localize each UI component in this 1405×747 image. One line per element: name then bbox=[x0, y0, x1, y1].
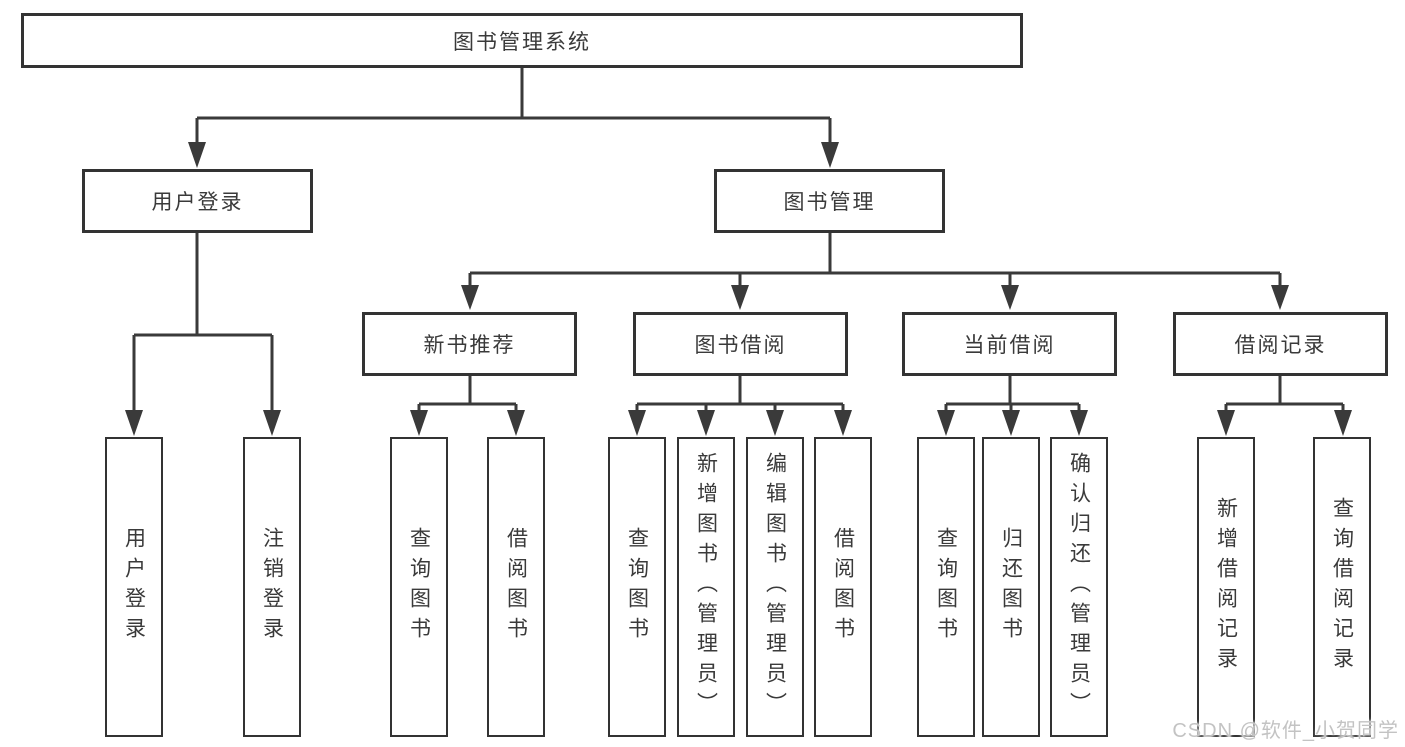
node-book-management: 图书管理 bbox=[714, 169, 945, 233]
node-borrow-records-label: 借阅记录 bbox=[1234, 334, 1327, 357]
node-current-borrow-label: 当前借阅 bbox=[963, 334, 1056, 357]
leaf-query-book-borrow: 查询图书 bbox=[608, 437, 666, 737]
leaf-add-borrow-record: 新增借阅记录 bbox=[1197, 437, 1255, 737]
leaf-user-login-label: 用户登录 bbox=[122, 527, 146, 647]
node-book-borrow: 图书借阅 bbox=[633, 312, 848, 376]
leaf-borrow-book-recommend-label: 借阅图书 bbox=[504, 527, 528, 647]
node-book-borrow-label: 图书借阅 bbox=[694, 334, 787, 357]
leaf-edit-book-admin: 编辑图书（管理员） bbox=[746, 437, 804, 737]
node-user-login-label: 用户登录 bbox=[151, 191, 244, 214]
leaf-query-book-current: 查询图书 bbox=[917, 437, 975, 737]
leaf-add-book-admin-label: 新增图书（管理员） bbox=[694, 452, 718, 722]
leaf-borrow-book-recommend: 借阅图书 bbox=[487, 437, 545, 737]
leaf-query-book-borrow-label: 查询图书 bbox=[625, 527, 649, 647]
leaf-add-book-admin: 新增图书（管理员） bbox=[677, 437, 735, 737]
node-new-book-recommend-label: 新书推荐 bbox=[423, 334, 516, 357]
node-current-borrow: 当前借阅 bbox=[902, 312, 1117, 376]
leaf-user-login: 用户登录 bbox=[105, 437, 163, 737]
leaf-query-borrow-record-label: 查询借阅记录 bbox=[1330, 497, 1354, 677]
leaf-add-borrow-record-label: 新增借阅记录 bbox=[1214, 497, 1238, 677]
leaf-logout-label: 注销登录 bbox=[260, 527, 284, 647]
leaf-confirm-return-admin-label: 确认归还（管理员） bbox=[1067, 452, 1091, 722]
leaf-query-borrow-record: 查询借阅记录 bbox=[1313, 437, 1371, 737]
leaf-return-book-label: 归还图书 bbox=[999, 527, 1023, 647]
leaf-query-book-recommend: 查询图书 bbox=[390, 437, 448, 737]
leaf-query-book-recommend-label: 查询图书 bbox=[407, 527, 431, 647]
leaf-edit-book-admin-label: 编辑图书（管理员） bbox=[763, 452, 787, 722]
node-user-login: 用户登录 bbox=[82, 169, 313, 233]
node-book-management-label: 图书管理 bbox=[783, 191, 876, 214]
csdn-watermark: CSDN @软件_小贺同学 bbox=[1172, 720, 1399, 742]
leaf-return-book: 归还图书 bbox=[982, 437, 1040, 737]
leaf-query-book-current-label: 查询图书 bbox=[934, 527, 958, 647]
leaf-logout: 注销登录 bbox=[243, 437, 301, 737]
node-root-label: 图书管理系统 bbox=[453, 30, 591, 54]
node-borrow-records: 借阅记录 bbox=[1173, 312, 1388, 376]
node-new-book-recommend: 新书推荐 bbox=[362, 312, 577, 376]
leaf-borrow-book-label: 借阅图书 bbox=[831, 527, 855, 647]
leaf-confirm-return-admin: 确认归还（管理员） bbox=[1050, 437, 1108, 737]
leaf-borrow-book: 借阅图书 bbox=[814, 437, 872, 737]
node-root: 图书管理系统 bbox=[21, 13, 1023, 68]
